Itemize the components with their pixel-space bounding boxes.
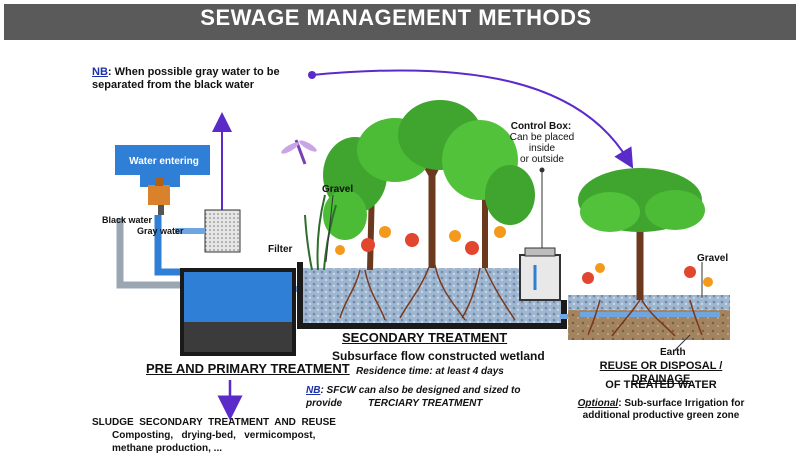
wetland-trees bbox=[323, 100, 535, 271]
title-banner bbox=[4, 4, 796, 40]
reuse-flowers bbox=[582, 263, 713, 287]
earth-label: Earth bbox=[660, 347, 686, 358]
reuse-optional-text: : Sub-surface Irrigation for bbox=[618, 398, 745, 409]
reuse-optional-tag: Optional bbox=[577, 398, 619, 409]
primary-title: PRE AND PRIMARY TREATMENT bbox=[146, 361, 350, 376]
secondary-nb-text: : SFCW can also be designed and sized to… bbox=[306, 385, 521, 409]
sludge-line-1: Composting, drying-bed, vermicompost, bbox=[112, 430, 316, 441]
control-box-title: Control Box: bbox=[510, 121, 572, 132]
flow-arrow-curve bbox=[311, 69, 634, 169]
reuse-title-1: REUSE OR DISPOSAL / DRAINAGE bbox=[599, 360, 723, 385]
nb-text: : When possible gray water to be separat… bbox=[92, 66, 280, 91]
sludge-title: SLUDGE SECONDARY TREATMENT AND REUSE bbox=[92, 417, 336, 428]
gravel-left-pointer bbox=[325, 194, 334, 263]
gravel-left-label: Gravel bbox=[322, 184, 354, 195]
reuse-optional-text-2: additional productive green zone bbox=[582, 410, 740, 421]
reuse-title-2: OF TREATED WATER bbox=[605, 379, 717, 391]
secondary-subtitle: Subsurface flow constructed wetland bbox=[332, 349, 545, 363]
water-entering-box bbox=[115, 145, 210, 175]
secondary-nb: NB: SFCW can also be designed and sized … bbox=[306, 384, 536, 410]
sludge-line-2: methane production, ... bbox=[112, 443, 223, 454]
reuse-gravel bbox=[568, 295, 730, 310]
nb-note-top: NB: When possible gray water to be separ… bbox=[92, 66, 302, 92]
earth-pointer bbox=[674, 334, 691, 351]
gray-water-filter-box bbox=[204, 209, 241, 253]
gray-water-label: Gray water bbox=[137, 226, 184, 236]
gravel-right-label: Gravel bbox=[697, 253, 729, 264]
secondary-nb-text-2: TERCIARY TREATMENT bbox=[368, 398, 483, 409]
water-entering-label: Water entering bbox=[129, 156, 199, 167]
nb-tag: NB bbox=[92, 66, 108, 78]
filter-label: Filter bbox=[268, 244, 293, 255]
secondary-nb-tag: NB bbox=[306, 385, 321, 396]
dragonfly-icon bbox=[281, 139, 317, 165]
reuse-roots bbox=[587, 299, 703, 337]
control-box bbox=[519, 254, 561, 301]
wetland-basin bbox=[297, 262, 567, 329]
reuse-tree bbox=[578, 168, 705, 300]
wetland-roots bbox=[339, 264, 516, 321]
nb-bullet bbox=[308, 71, 316, 79]
page-title: SEWAGE MANAGEMENT METHODS bbox=[200, 5, 592, 30]
control-box-line-3: or outside bbox=[520, 154, 564, 165]
control-box-line-2: inside bbox=[528, 143, 556, 154]
wetland-flowers bbox=[335, 226, 506, 255]
reuse-optional: Optional: Sub-surface Irrigation for bbox=[570, 397, 752, 410]
control-box-line-1: Can be placed bbox=[509, 132, 575, 143]
residence-time: Residence time: at least 4 days bbox=[356, 366, 504, 377]
black-water-label: Black water bbox=[102, 215, 153, 225]
faucet bbox=[148, 185, 170, 205]
wetland-gravel bbox=[303, 268, 561, 323]
secondary-title: SECONDARY TREATMENT bbox=[342, 330, 508, 345]
